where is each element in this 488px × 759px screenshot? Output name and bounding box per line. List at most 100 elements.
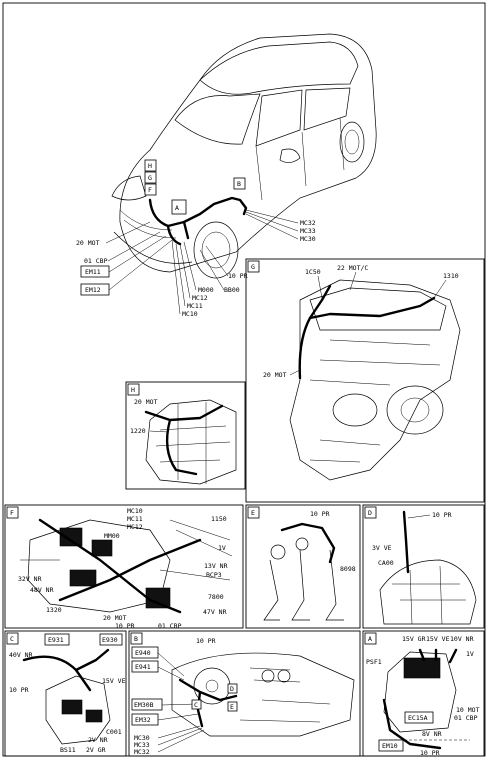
callout-mc11: MC11 — [187, 302, 203, 310]
label-8v-nr: 8V NR — [422, 730, 442, 738]
label-20-mot-h: 20 MOT — [134, 398, 158, 406]
harness-b — [178, 678, 238, 728]
label-2v-nr: 2V NR — [88, 736, 108, 744]
label-c001: C001 — [106, 728, 122, 736]
label-13v-nr: 13V NR — [204, 562, 228, 570]
panel-c-letter: C — [10, 635, 14, 643]
panel-d-leader — [407, 514, 431, 519]
label-1310: 1310 — [443, 272, 459, 280]
harness-e — [280, 522, 336, 564]
label-48v-nr: 48V NR — [30, 586, 54, 594]
label-10-pr-c: 10 PR — [9, 686, 29, 694]
label-e940: E940 — [135, 649, 151, 657]
label-mm00: MM00 — [104, 532, 120, 540]
dashboard-vent — [261, 669, 275, 683]
harness-g-branch — [308, 284, 332, 320]
harness-junction-a — [171, 199, 187, 215]
panel-c-letter-box — [6, 632, 19, 645]
label-20-mot-f: 20 MOT — [103, 614, 127, 622]
callout-bb00: BB00 — [224, 286, 240, 294]
box-e941 — [131, 660, 159, 673]
front-bumper — [113, 231, 193, 264]
car-roof — [199, 41, 359, 95]
leader-line — [105, 221, 151, 244]
car-mirror — [279, 148, 301, 163]
leader-line — [199, 249, 225, 291]
label-47v-nr: 47V NR — [203, 608, 227, 616]
dashboard-b — [171, 652, 355, 737]
label-3v-ve: 3V VE — [372, 544, 392, 552]
marker-d: D — [230, 685, 234, 693]
label-ca00: CA00 — [378, 559, 394, 567]
harness-f — [38, 518, 202, 614]
panel-a-letter: A — [368, 635, 372, 643]
panel-h-letter-box — [127, 383, 140, 396]
connector-block — [85, 709, 103, 723]
harness-g — [298, 296, 436, 380]
panel-d-details — [392, 565, 466, 625]
zone-marker-f: F — [148, 186, 152, 194]
panel-b-frame — [128, 630, 361, 757]
label-15v-ve-a: 15V VE — [426, 635, 450, 643]
callout-mc12: MC12 — [192, 294, 208, 302]
panel-f-frame — [4, 504, 244, 629]
box-e930 — [99, 633, 123, 646]
engine-harness-car — [148, 196, 248, 228]
engine-details — [309, 339, 441, 463]
front-wheel-rim — [201, 231, 231, 269]
zone-markers: H G F A B — [144, 159, 246, 212]
label-mc12-f: MC12 — [127, 523, 143, 531]
pedal-middle — [291, 549, 310, 621]
headlamp — [111, 175, 147, 201]
label-01-cbp-a: 01 CBP — [454, 714, 478, 722]
box-em10 — [378, 739, 404, 752]
label-1320: 1320 — [46, 606, 62, 614]
label-7800: 7800 — [208, 593, 224, 601]
cylinder-head — [309, 287, 447, 331]
box-em30b — [131, 698, 163, 711]
connector-block — [61, 699, 83, 715]
label-e930: E930 — [102, 636, 118, 644]
label-bs11: BS11 — [60, 746, 76, 754]
label-em11: EM11 — [85, 268, 101, 276]
box-e940 — [131, 646, 159, 659]
panel-d-letter: D — [368, 509, 372, 517]
label-em30b: EM30B — [134, 701, 154, 709]
label-10-pr-b: 10 PR — [196, 637, 216, 645]
panel-g: G 1C50 22 MOT/C 1310 20 MOT — [245, 258, 485, 503]
label-8098: 8098 — [340, 565, 356, 573]
harness-d — [402, 510, 410, 574]
rear-wheel — [339, 121, 365, 163]
leader-line — [108, 235, 167, 273]
grille — [119, 209, 177, 239]
dashboard-details — [239, 667, 331, 723]
label-mc11-f: MC11 — [127, 515, 143, 523]
car-door-line — [255, 117, 345, 201]
callout-20-mot: 20 MOT — [76, 239, 100, 247]
label-mc30-b: MC30 — [134, 734, 150, 742]
car-body-outline — [119, 33, 377, 273]
panel-c: C E931 E930 40V NR 10 PR 15V VE C001 2V … — [4, 630, 127, 757]
label-32v-nr: 32V NR — [18, 575, 42, 583]
pedal-pivot — [270, 544, 286, 560]
starter-motor — [332, 393, 378, 427]
panel-a-frame — [362, 630, 485, 757]
pedal-left — [263, 559, 280, 621]
label-mc10-f: MC10 — [127, 507, 143, 515]
panel-d-letter-box — [364, 506, 377, 519]
steering-column-d — [379, 559, 477, 625]
panel-a: A 15V GR 15V VE 10V NR 1V PSF1 EC15A 10 … — [362, 630, 485, 757]
steering-hub — [205, 679, 219, 693]
panel-f-letter: F — [10, 509, 14, 517]
label-em12: EM12 — [85, 286, 101, 294]
marker-d-box — [227, 683, 238, 694]
panel-c-frame — [4, 630, 127, 757]
dashboard-vent — [277, 669, 291, 683]
marker-c-box — [191, 699, 202, 710]
label-20-mot: 20 MOT — [263, 371, 287, 379]
harness-c — [22, 648, 110, 692]
pedal-right — [325, 549, 344, 621]
label-10-pr-e: 10 PR — [310, 510, 330, 518]
label-psf1: PSF1 — [366, 658, 382, 666]
